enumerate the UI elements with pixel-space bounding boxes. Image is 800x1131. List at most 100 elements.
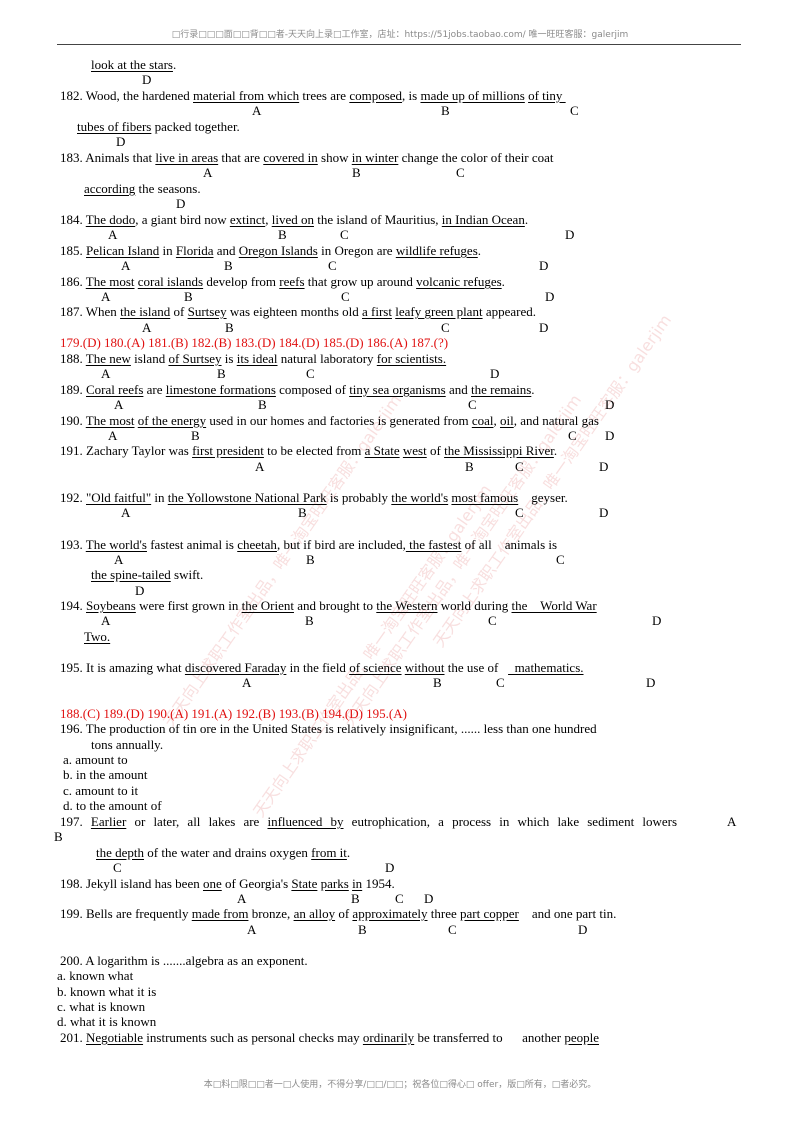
question-200-option-a: a. known what <box>57 968 134 983</box>
question-text: was eighteen months old <box>226 304 362 319</box>
question-text: 190. <box>60 413 86 428</box>
underlined-choice-text: its ideal <box>236 351 278 366</box>
option-marker-a: A <box>203 165 213 180</box>
question-text: and <box>445 382 471 397</box>
question-183-line: 183. Animals that live in areas that are… <box>60 150 554 166</box>
option-marker-c: C <box>395 891 404 906</box>
question-text: the use of <box>444 660 509 675</box>
underlined-choice-text: "Old faitful" <box>86 490 152 505</box>
question-text: , and natural gas <box>513 413 599 428</box>
option-marker-b: B <box>465 459 474 474</box>
underlined-choice-text: mathematics. <box>508 660 584 675</box>
underlined-choice-text: coal <box>471 413 494 428</box>
question-text: world during <box>437 598 512 613</box>
underlined-choice-text: oil <box>499 413 514 428</box>
question-text: that grow up around <box>304 274 417 289</box>
question-200-stem: 200. A logarithm is .......algebra as an… <box>60 953 308 968</box>
question-text: 192. <box>60 490 86 505</box>
question-184-line: 184. The dodo, a giant bird now extinct,… <box>60 212 528 228</box>
option-marker-b: B <box>184 289 193 304</box>
question-195-line: 195. It is amazing what discovered Farad… <box>60 660 584 676</box>
underlined-choice-text: Negotiable <box>86 1030 144 1045</box>
underlined-choice-text: limestone formations <box>165 382 276 397</box>
underlined-choice-text: an alloy <box>293 906 336 921</box>
question-193-line: 193. The world's fastest animal is cheet… <box>60 537 557 553</box>
option-marker-a: A <box>101 289 111 304</box>
question-text: fastest animal is <box>146 537 238 552</box>
question-text: , but if bird are included, <box>276 537 406 552</box>
question-text: eutrophication, a process in which lake … <box>343 814 678 829</box>
question-text: . <box>553 443 558 458</box>
question-text: in <box>159 243 176 258</box>
underlined-choice-text: made up of millions <box>420 88 525 103</box>
underlined-choice-text: the remains <box>471 382 532 397</box>
underlined-choice-text: of tiny <box>528 88 566 103</box>
option-marker-c: C <box>448 922 457 937</box>
question-text: 187. When <box>60 304 121 319</box>
question-201-line: 201. Negotiable instruments such as pers… <box>60 1030 599 1046</box>
question-text: of all animals is <box>461 537 558 552</box>
option-marker-d: D <box>142 72 152 87</box>
option-marker-c: C <box>340 227 349 242</box>
underlined-choice-text: most famous <box>451 490 519 505</box>
underlined-choice-text: the Yollowstone National Park <box>167 490 327 505</box>
option-marker-c: C <box>328 258 337 273</box>
option-marker-c: C <box>113 860 122 875</box>
question-text: , <box>493 413 500 428</box>
question-text: 188. <box>60 351 86 366</box>
question-text: instruments such as personal checks may <box>143 1030 363 1045</box>
watermark: 天天向上求职工作室出品，唯一淘宝旺旺客服：galerjim <box>249 480 496 821</box>
question-text: three <box>427 906 460 921</box>
question-text: trees are <box>299 88 350 103</box>
option-marker-a: A <box>114 397 124 412</box>
question-text: , a giant bird now <box>135 212 230 227</box>
question-183-line-2: according the seasons. <box>84 181 201 197</box>
underlined-choice-text: the Orient <box>241 598 294 613</box>
question-text: , is <box>402 88 421 103</box>
option-marker-d: D <box>385 860 395 875</box>
question-196-option-b: b. in the amount <box>63 767 148 782</box>
underlined-choice-text: one <box>202 876 222 891</box>
underlined-choice-text: Pelican Island <box>86 243 160 258</box>
question-182-line-2: tubes of fibers packed together. <box>77 119 240 135</box>
option-marker-d: D <box>545 289 555 304</box>
question-text: of the water and drains oxygen <box>144 845 312 860</box>
underlined-choice-text: part copper <box>460 906 519 921</box>
option-marker-c: C <box>568 428 577 443</box>
option-marker-c: C <box>570 103 579 118</box>
question-196-option-d: d. to the amount of <box>63 798 162 813</box>
option-marker-d: D <box>116 134 126 149</box>
option-marker-b: B <box>54 829 63 844</box>
question-text: and brought to <box>293 598 377 613</box>
question-text: 191. Zachary Taylor was <box>60 443 193 458</box>
question-197-line-2: the depth of the water and drains oxygen… <box>96 845 350 861</box>
underlined-choice-text: parks <box>320 876 349 891</box>
question-189-line: 189. Coral reefs are limestone formation… <box>60 382 535 398</box>
underlined-choice-text: The most <box>85 274 135 289</box>
underlined-choice-text: tiny sea organisms <box>349 382 446 397</box>
option-marker-a: A <box>121 258 131 273</box>
underlined-choice-text: The world's <box>85 537 147 552</box>
question-192-line: 192. "Old faitful" in the Yollowstone Na… <box>60 490 568 506</box>
question-text: 189. <box>60 382 86 397</box>
question-text: are <box>143 382 166 397</box>
option-marker-d: D <box>605 397 615 412</box>
question-text: geyser. <box>518 490 568 505</box>
underlined-choice-text: extinct <box>229 212 266 227</box>
underlined-choice-text: made from <box>191 906 249 921</box>
option-marker-b: B <box>224 258 233 273</box>
question-text: . <box>477 243 482 258</box>
underlined-choice-text: the Western <box>376 598 438 613</box>
question-text: of Georgia's <box>221 876 292 891</box>
underlined-choice-text: approximately <box>352 906 428 921</box>
question-200-option-b: b. known what it is <box>57 984 157 999</box>
option-marker-b: B <box>191 428 200 443</box>
question-196-option-a: a. amount to <box>63 752 128 767</box>
underlined-choice-text: leafy green plant <box>395 304 483 319</box>
underlined-choice-text: ordinarily <box>362 1030 415 1045</box>
underlined-choice-text: the fastest <box>405 537 462 552</box>
question-181-tail: look at the stars. <box>91 57 176 73</box>
underlined-choice-text: coral islands <box>137 274 204 289</box>
question-text: change the color of their coat <box>398 150 554 165</box>
question-text: and <box>213 243 239 258</box>
